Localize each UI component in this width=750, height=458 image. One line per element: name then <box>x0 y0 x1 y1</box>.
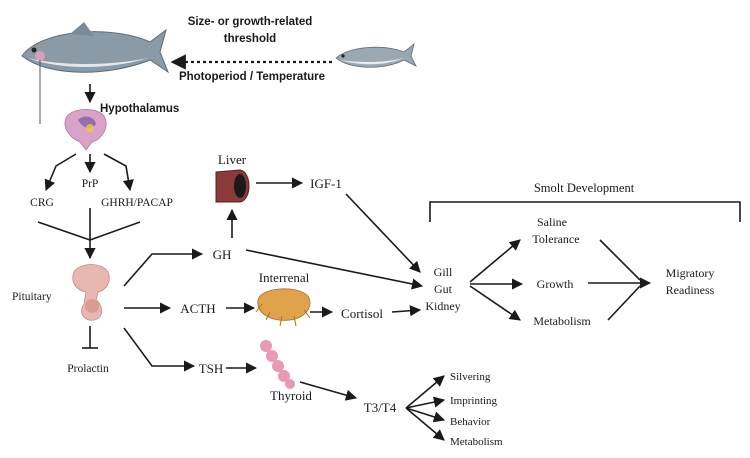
smolt-development-label: Smolt Development <box>534 181 635 195</box>
igf1-to-targets-arrow <box>345 193 421 273</box>
t3t4-to-behavior-arrow <box>405 407 446 423</box>
juvenile-salmon-illustration <box>335 42 417 68</box>
crg-label: CRG <box>30 197 54 209</box>
prp-label: PrP <box>82 178 99 190</box>
igf1-label: IGF-1 <box>310 176 342 191</box>
tsh-label: TSH <box>199 361 224 376</box>
thyroid-illustration <box>260 340 295 389</box>
prolactin-label: Prolactin <box>67 363 109 375</box>
threshold-label-line1: Size- or growth-related <box>188 16 313 28</box>
pituitary-to-tsh-arrow <box>123 327 196 372</box>
adult-salmon-illustration <box>21 22 170 124</box>
thyroid-to-t3t4-arrow <box>299 381 358 401</box>
interrenal-illustration <box>255 288 311 327</box>
behavior-label: Behavior <box>450 416 491 428</box>
labels: Size- or growth-related threshold Photop… <box>12 16 715 448</box>
saline-to-migratory-line <box>599 239 641 281</box>
smolt-bracket <box>429 201 741 222</box>
t3t4-to-metabolism-arrow <box>405 407 445 441</box>
interrenal-label: Interrenal <box>259 270 310 285</box>
saline-label-line1: Saline <box>537 215 567 229</box>
metabolism-label: Metabolism <box>533 314 591 328</box>
kidney-label: Kidney <box>425 299 460 313</box>
to-ghrh-arrow <box>103 153 134 192</box>
hypothalamus-illustration <box>64 109 107 151</box>
t3t4-to-silvering-arrow <box>405 375 445 409</box>
gh-to-targets-arrow <box>245 249 424 290</box>
pituitary-to-gh-arrow <box>123 248 204 287</box>
liver-label: Liver <box>218 152 247 167</box>
gill-label: Gill <box>434 265 453 279</box>
targets-to-metabolism-arrow <box>469 285 521 321</box>
threshold-label-line2: threshold <box>224 33 276 45</box>
targets-to-saline-arrow <box>469 239 521 283</box>
t3t4-label: T3/T4 <box>364 400 397 415</box>
silvering-label: Silvering <box>450 371 491 383</box>
thyroid-label: Thyroid <box>270 388 312 403</box>
migratory-label-line1: Migratory <box>666 266 715 280</box>
arrows <box>37 54 741 441</box>
merge-right-line <box>89 221 141 241</box>
gh-label: GH <box>213 247 232 262</box>
metabolism-to-migratory-line <box>607 285 641 321</box>
migratory-label-line2: Readiness <box>666 283 715 297</box>
imprinting-label: Imprinting <box>450 395 498 407</box>
merge-left-line <box>37 221 91 241</box>
pituitary-label: Pituitary <box>12 291 52 303</box>
cortisol-to-targets-arrow <box>391 305 422 317</box>
gut-label: Gut <box>434 282 453 296</box>
to-crg-arrow <box>44 153 77 192</box>
ghrh-label: GHRH/PACAP <box>101 197 173 209</box>
t3t4-to-imprinting-arrow <box>405 396 446 409</box>
saline-label-line2: Tolerance <box>532 232 579 246</box>
acth-label: ACTH <box>180 301 215 316</box>
hypothalamus-label: Hypothalamus <box>100 103 179 115</box>
cue-label: Photoperiod / Temperature <box>179 71 325 83</box>
pituitary-illustration <box>72 264 110 321</box>
metabolism-effect-label: Metabolism <box>450 436 503 448</box>
liver-illustration <box>215 169 250 203</box>
cortisol-label: Cortisol <box>341 306 383 321</box>
growth-label: Growth <box>537 277 574 291</box>
